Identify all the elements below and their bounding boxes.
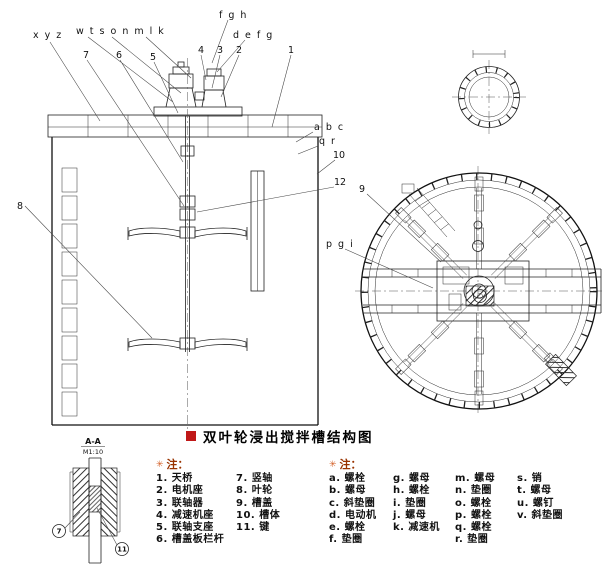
section-name: A-A bbox=[85, 437, 102, 446]
spoke-plates bbox=[395, 176, 563, 406]
callout-4: 4 bbox=[198, 45, 204, 56]
legend-part-item: 4. 减速机座 bbox=[156, 509, 214, 521]
legend-fastener-item: e. 螺栓 bbox=[329, 522, 366, 534]
legend-parts: ✳ 注： 1. 天桥 2. 电机座 3. 联轴器 4. 减速机座 5. 联轴支座… bbox=[156, 458, 306, 547]
callout-3: 3 bbox=[217, 45, 223, 56]
note-icon: ✳ bbox=[156, 459, 164, 470]
legend-fastener-item: r. 垫圈 bbox=[455, 534, 489, 546]
legend-fastener-item: n. 垫圈 bbox=[455, 485, 492, 497]
rim-bracket bbox=[543, 352, 577, 387]
legend-part-item: 8. 叶轮 bbox=[236, 485, 273, 497]
legend-part-item: 7. 竖轴 bbox=[236, 473, 273, 484]
callout-labels: x y z w t s o n m l k 7 6 5 4 3 2 1 f g … bbox=[17, 10, 365, 250]
legend-part-item: 9. 槽盖 bbox=[236, 497, 273, 509]
legend-fastener-item: a. 螺栓 bbox=[329, 473, 366, 484]
legend-fasteners: ✳ 注： a. 螺栓 b. 螺母 c. 斜垫圈 d. 电动机 e. 螺栓 f. … bbox=[329, 458, 573, 547]
legend-fastener-item: b. 螺母 bbox=[329, 485, 366, 497]
plan-view bbox=[355, 166, 605, 416]
callout-qr: q r bbox=[319, 136, 336, 147]
legend-fastener-item: s. 销 bbox=[517, 473, 543, 484]
title-bullet-icon bbox=[186, 431, 196, 441]
callout-1: 1 bbox=[288, 45, 294, 56]
section-part11-label: 11 bbox=[117, 546, 127, 554]
callout-fgh: f g h bbox=[219, 10, 248, 21]
section-part7-label: 7 bbox=[57, 528, 62, 536]
legend-fastener-item: p. 螺栓 bbox=[455, 509, 492, 521]
legend-fastener-item: t. 螺母 bbox=[517, 485, 552, 497]
legend-part-item: 6. 槽盖板栏杆 bbox=[156, 534, 225, 546]
legend-part-item: 2. 电机座 bbox=[156, 485, 204, 497]
legend-fastener-item: o. 螺栓 bbox=[455, 497, 492, 509]
legend-fastener-item: f. 垫圈 bbox=[329, 534, 363, 546]
elevation-view bbox=[47, 58, 323, 433]
callout-letters-top: w t s o n m l k bbox=[76, 26, 165, 37]
figure-title-text: 双叶轮浸出搅拌槽结构图 bbox=[203, 430, 374, 446]
legend-fastener-item: u. 螺钉 bbox=[517, 497, 554, 509]
section-scale: M1:10 bbox=[83, 448, 103, 456]
flange-detail bbox=[452, 50, 526, 134]
legend-fastener-item: c. 斜垫圈 bbox=[329, 497, 376, 509]
legend-fasteners-header: ✳ 注： bbox=[329, 458, 573, 472]
note-label: 注： bbox=[339, 457, 362, 471]
legend-part-item: 1. 天桥 bbox=[156, 473, 193, 484]
callout-defg: d e f g bbox=[233, 30, 274, 41]
note-label: 注： bbox=[166, 457, 189, 471]
callout-2: 2 bbox=[236, 45, 242, 56]
legend-fastener-item: g. 螺母 bbox=[393, 473, 430, 484]
legend-fastener-item: d. 电动机 bbox=[329, 509, 377, 521]
legend-parts-header: ✳ 注： bbox=[156, 458, 306, 472]
legend-fastener-item: q. 螺栓 bbox=[455, 522, 492, 534]
callout-9: 9 bbox=[359, 184, 365, 195]
figure-title: 双叶轮浸出搅拌槽结构图 bbox=[186, 426, 374, 446]
legend-fastener-item: v. 斜垫圈 bbox=[517, 509, 563, 521]
legend-part-item: 5. 联轴支座 bbox=[156, 522, 214, 534]
callout-5: 5 bbox=[150, 52, 156, 63]
callout-6: 6 bbox=[116, 50, 122, 61]
leader-lines bbox=[24, 19, 442, 339]
legend-fastener-item: i. 垫圈 bbox=[393, 497, 427, 509]
callout-abc: a b c bbox=[314, 122, 345, 133]
callout-xyz: x y z bbox=[33, 30, 63, 41]
legend-fastener-item: k. 减速机 bbox=[393, 522, 440, 534]
note-icon: ✳ bbox=[329, 459, 337, 470]
callout-7: 7 bbox=[83, 50, 89, 61]
legend-fastener-item: m. 螺母 bbox=[455, 473, 496, 484]
section-detail: A-A M1:10 7 11 bbox=[52, 437, 129, 564]
callout-12: 12 bbox=[334, 177, 346, 188]
legend-fastener-item: j. 螺母 bbox=[393, 509, 427, 521]
callout-pgi: p g i bbox=[326, 239, 354, 250]
legend-part-item: 11. 键 bbox=[236, 522, 270, 534]
legend-part-item: 3. 联轴器 bbox=[156, 497, 204, 509]
railing-strip bbox=[61, 167, 78, 417]
callout-10: 10 bbox=[333, 150, 345, 161]
legend-fastener-item: h. 螺栓 bbox=[393, 485, 430, 497]
legend-part-item: 10. 槽体 bbox=[236, 509, 281, 521]
callout-8: 8 bbox=[17, 201, 23, 212]
